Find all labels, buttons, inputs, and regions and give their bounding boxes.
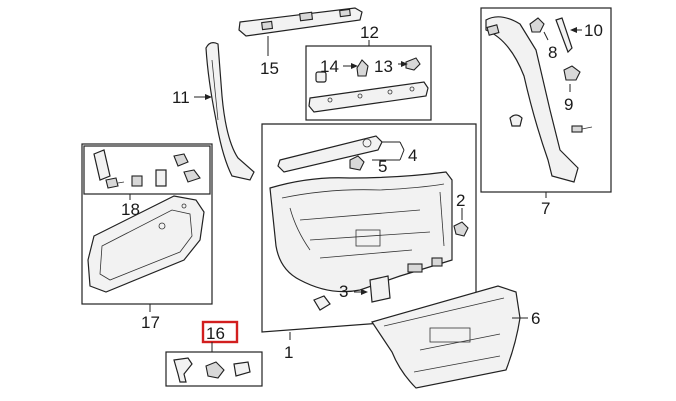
- callout-5: 5: [378, 157, 387, 176]
- callout-4: 4: [408, 146, 417, 165]
- callout-12: 12: [360, 23, 379, 42]
- callout-7: 7: [541, 199, 550, 218]
- callout-1: 1: [284, 343, 293, 362]
- callout-10: 10: [584, 21, 603, 40]
- part-17-group: [81, 143, 213, 312]
- callout-2: 2: [456, 191, 465, 210]
- callout-18: 18: [121, 200, 140, 219]
- part-1-group: [261, 123, 477, 340]
- callout-9: 9: [564, 95, 573, 114]
- part-7-group: [480, 7, 612, 193]
- part-11-pillar-trim: [194, 42, 255, 181]
- callout-16: 16: [206, 324, 225, 343]
- part-12-group: [305, 40, 432, 121]
- callout-8: 8: [548, 43, 557, 62]
- part-16-group: [165, 320, 263, 387]
- callout-17: 17: [141, 313, 160, 332]
- part-15-bracket: [238, 7, 363, 56]
- highlight-box-16[interactable]: [201, 320, 239, 344]
- part-6-lower-trim: [371, 285, 528, 389]
- callout-3: 3: [339, 282, 348, 301]
- callout-14: 14: [320, 57, 339, 76]
- callout-11: 11: [172, 88, 190, 107]
- callout-6: 6: [531, 309, 540, 328]
- callout-13: 13: [374, 57, 393, 76]
- callout-15: 15: [260, 59, 279, 78]
